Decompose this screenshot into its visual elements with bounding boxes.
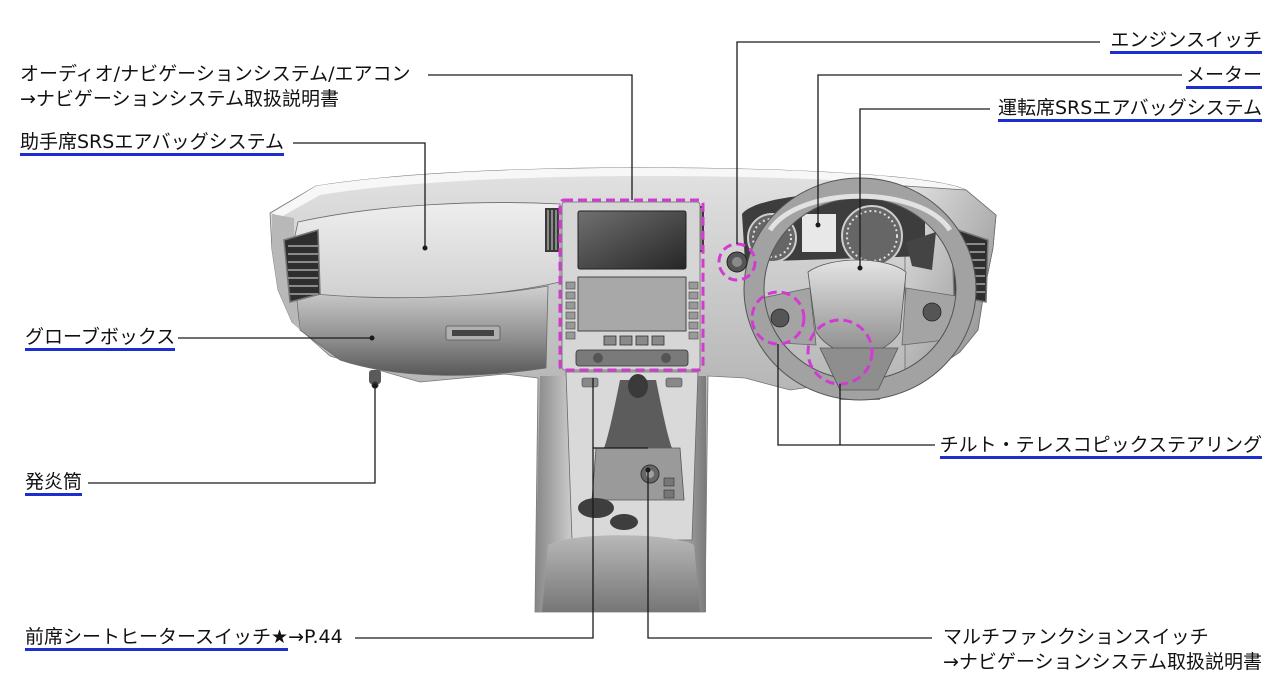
- shifter-boot: [604, 380, 672, 448]
- meter-link[interactable]: メーター: [1185, 65, 1262, 89]
- left-control-knob: [593, 353, 603, 363]
- multifunction-switch-title: マルチファンクションスイッチ: [943, 626, 1209, 648]
- passenger-airbag-label: 助手席SRSエアバッグシステム: [20, 131, 284, 156]
- left-vent-slats: [288, 245, 318, 295]
- lower-touch-display: [577, 276, 687, 332]
- upper-display: [577, 210, 687, 270]
- left-air-vent: [283, 229, 321, 303]
- side-keys-left: [565, 281, 576, 340]
- glove-box-handle-recess: [452, 330, 494, 336]
- meter-center-display: [802, 214, 836, 252]
- right-spoke-switch: [922, 302, 942, 322]
- audio-nav-aircon-title: オーディオ/ナビゲーションシステム/エアコン: [20, 63, 411, 85]
- multifunction-switch-reference: →ナビゲーションシステム取扱説明書: [943, 651, 1262, 673]
- glove-box-link[interactable]: グローブボックス: [25, 327, 176, 351]
- engine-switch-link[interactable]: エンジンスイッチ: [1110, 30, 1262, 54]
- seat-heater-page-ref: →P.44: [288, 626, 343, 648]
- leader-flare: [88, 386, 376, 484]
- center-stack: [545, 201, 704, 371]
- audio-nav-aircon-reference: →ナビゲーションシステム取扱説明書: [20, 88, 339, 110]
- side-keys-right: [688, 281, 699, 340]
- leader-dot-multifunction: [645, 467, 651, 473]
- leader-dot-flare: [372, 383, 378, 389]
- leader-lines: [88, 41, 1182, 639]
- leader-dot-driver-airbag: [857, 265, 863, 271]
- driver-airbag-link[interactable]: 運転席SRSエアバッグシステム: [998, 98, 1262, 122]
- leader-audio-nav: [428, 74, 633, 200]
- driver-airbag-label: 運転席SRSエアバッグシステム: [998, 97, 1262, 122]
- flare-label: 発炎筒: [25, 471, 83, 496]
- leader-driver-airbag: [859, 108, 990, 268]
- tilt-steering-label: チルト・テレスコピックステアリング: [939, 434, 1262, 459]
- flare-link[interactable]: 発炎筒: [25, 472, 83, 496]
- paddle-shifter: [906, 232, 936, 270]
- tilt-steering-link[interactable]: チルト・テレスコピックステアリング: [939, 435, 1262, 459]
- seat-heater-label: 前席シートヒータースイッチ★→P.44: [25, 626, 343, 651]
- dash-top-rim: [272, 167, 996, 219]
- armrest: [542, 535, 700, 612]
- soft-keys: [603, 335, 665, 346]
- leader-dot-glove-box: [369, 335, 375, 341]
- speedometer: [841, 205, 903, 267]
- audio-nav-aircon-label: オーディオ/ナビゲーションシステム/エアコン →ナビゲーションシステム取扱説明書: [20, 62, 411, 112]
- center-console: [535, 371, 706, 612]
- cup-holder-front: [578, 498, 614, 518]
- leader-dot-passenger-airbag: [422, 245, 428, 251]
- steering-hub: [807, 259, 907, 355]
- console-buttons: [663, 477, 675, 499]
- leader-engine-switch: [736, 41, 1100, 244]
- shift-knob: [628, 374, 648, 398]
- leader-seat-heater: [355, 378, 594, 639]
- tachometer-scale: [752, 218, 792, 258]
- glove-box-label: グローブボックス: [25, 326, 176, 351]
- seat-heater-switch-left: [581, 377, 599, 388]
- seat-heater-link[interactable]: 前席シートヒータースイッチ★: [25, 627, 289, 651]
- glove-box: [295, 285, 549, 376]
- passenger-panel: [293, 202, 561, 300]
- leader-dot-meter: [815, 222, 821, 228]
- meter-label: メーター: [1185, 64, 1262, 89]
- cup-holder-rear: [610, 514, 638, 530]
- right-control-knob: [661, 353, 671, 363]
- engine-switch-label: エンジンスイッチ: [1110, 29, 1262, 54]
- leader-tilt-steering: [777, 344, 935, 446]
- leader-passenger-airbag: [293, 142, 426, 248]
- multifunction-switch-label: マルチファンクションスイッチ →ナビゲーションシステム取扱説明書: [943, 625, 1262, 675]
- tilt-lever-highlight-upper: [750, 290, 806, 346]
- center-vent-left-slats: [547, 210, 557, 250]
- climate-control-strip: [575, 349, 689, 367]
- left-spoke-switch: [770, 308, 790, 328]
- speedometer-scale: [846, 210, 898, 262]
- seat-heater-switch-right: [665, 377, 683, 388]
- engine-switch-center: [732, 257, 742, 267]
- passenger-airbag-link[interactable]: 助手席SRSエアバッグシステム: [20, 132, 284, 156]
- leader-multifunction: [647, 470, 932, 639]
- leader-meter: [817, 74, 1182, 225]
